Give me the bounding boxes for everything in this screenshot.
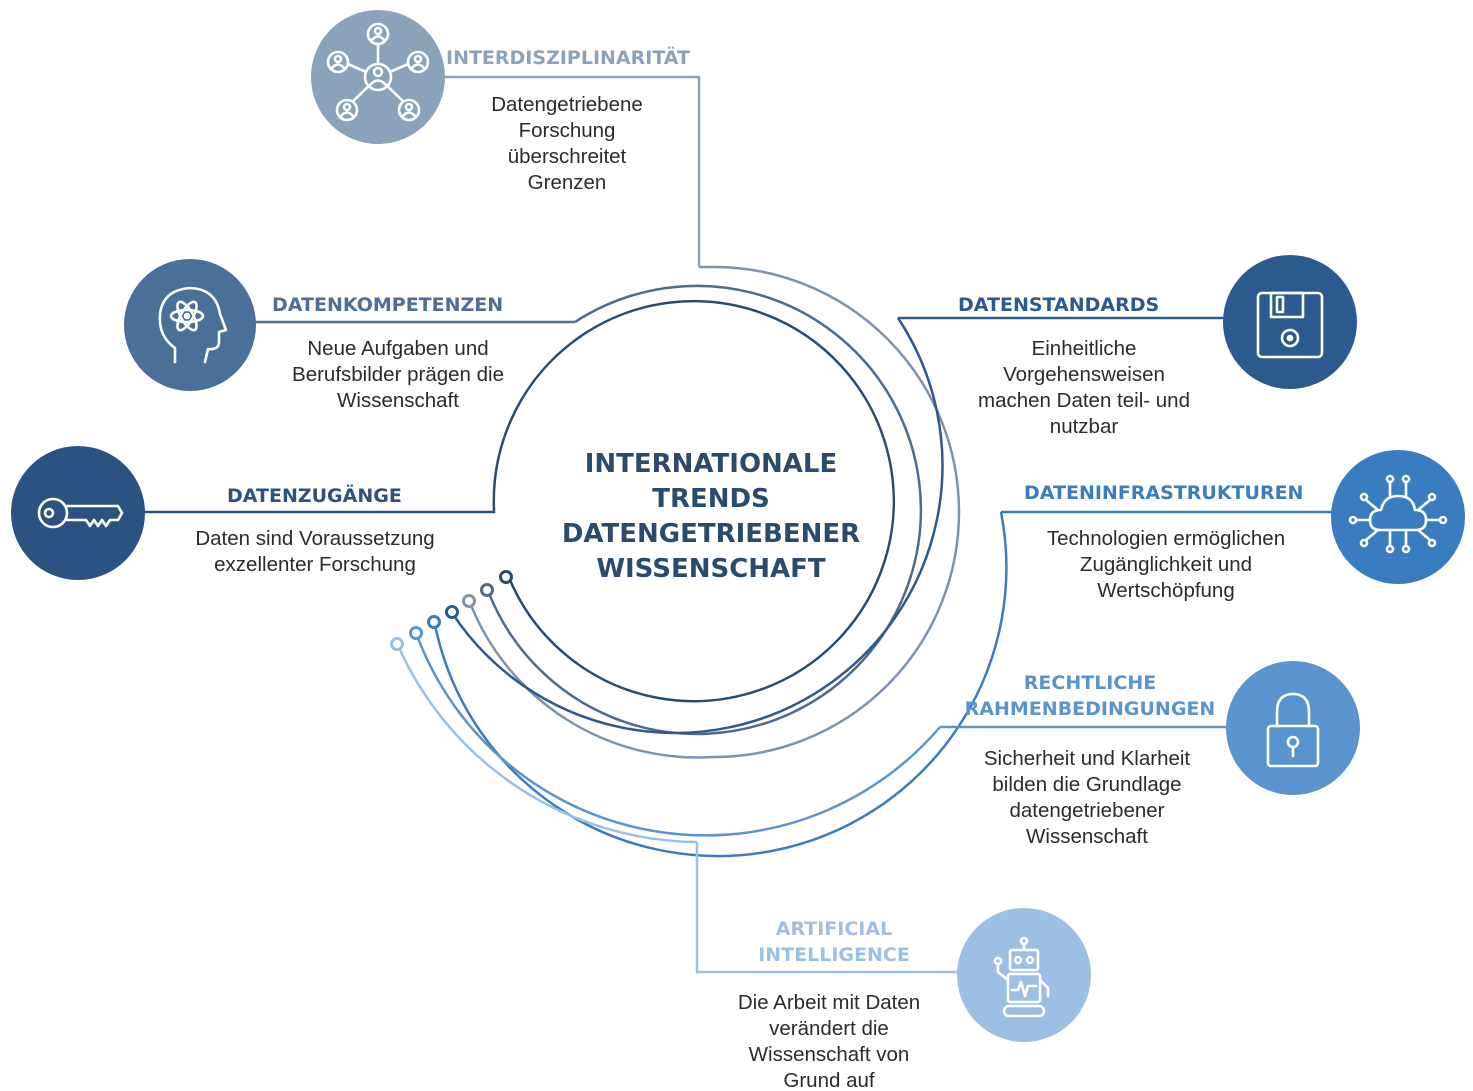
topic-artificial-intelligence: ARTIFICIAL INTELLIGENCE Die Arbeit mit D… <box>738 918 920 1091</box>
topic-datenstandards: DATENSTANDARDS Einheitliche Vorgehenswei… <box>958 294 1190 438</box>
topic-description-line: Daten sind Voraussetzung <box>195 527 434 550</box>
topic-description-line: Grund auf <box>783 1069 874 1091</box>
topic-title: DATENSTANDARDS <box>958 294 1159 316</box>
topic-title: DATENINFRASTRUKTUREN <box>1024 482 1303 504</box>
arc-end-dot <box>462 594 476 608</box>
topic-description-line: verändert die <box>769 1017 889 1040</box>
floppy-disk-icon <box>1223 255 1357 389</box>
head-atom-icon <box>124 259 256 391</box>
center-title-line: INTERNATIONALE <box>585 449 838 479</box>
arc-end-dot <box>480 583 494 597</box>
topic-datenkompetenzen: DATENKOMPETENZEN Neue Aufgaben und Beruf… <box>272 294 504 412</box>
arc-rings <box>396 265 1008 858</box>
center-title-line: WISSENSCHAFT <box>596 554 826 584</box>
topic-description-line: Zugänglichkeit und <box>1080 553 1252 576</box>
topic-description-line: Sicherheit und Klarheit <box>984 747 1191 770</box>
topic-description-line: Die Arbeit mit Daten <box>738 991 920 1014</box>
cloud-network-icon <box>1331 450 1465 584</box>
topic-rechtliche-rahmenbedingungen: RECHTLICHE RAHMENBEDINGUNGEN Sicherheit … <box>965 672 1216 848</box>
topic-description-line: Forschung <box>519 119 616 142</box>
topic-description-line: Datengetriebene <box>491 93 643 116</box>
arc-end-dot <box>499 570 513 584</box>
topic-title: DATENKOMPETENZEN <box>272 294 503 316</box>
topic-title: RAHMENBEDINGUNGEN <box>965 698 1216 720</box>
robot-icon <box>957 908 1091 1042</box>
topic-title: INTERDISZIPLINARITÄT <box>446 45 690 69</box>
topic-description-line: Vorgehensweisen <box>1003 363 1165 386</box>
connector-line-interdisziplinaritaet <box>418 75 701 267</box>
topic-description-line: Wertschöpfung <box>1097 579 1235 602</box>
arc-end-dots <box>390 570 513 651</box>
arc-ring-7 <box>396 643 698 844</box>
arc-ring-3 <box>468 265 961 759</box>
center-title-line: TRENDS <box>652 484 770 514</box>
topic-description-line: Wissenschaft <box>1026 825 1148 848</box>
center-title-line: DATENGETRIEBENER <box>562 519 860 549</box>
key-icon <box>11 446 145 580</box>
topic-description-line: Technologien ermöglichen <box>1047 527 1285 550</box>
topic-datenzugaenge: DATENZUGÄNGE Daten sind Voraussetzung ex… <box>195 483 434 576</box>
topic-description-line: überschreitet <box>508 145 627 168</box>
topic-title: RECHTLICHE <box>1024 672 1156 694</box>
topic-description-line: exzellenter Forschung <box>214 553 416 576</box>
topic-title: INTELLIGENCE <box>758 944 910 966</box>
topic-description-line: Berufsbilder prägen die <box>292 363 504 386</box>
arc-end-dot <box>409 626 423 640</box>
topic-description-line: Neue Aufgaben und <box>307 337 488 360</box>
topic-description-line: Wissenschaft von <box>749 1043 910 1066</box>
arc-ring-2 <box>486 284 923 736</box>
arc-ring-6 <box>415 633 941 837</box>
topic-description-line: nutzbar <box>1050 415 1119 438</box>
arc-ring-inner <box>492 300 896 703</box>
topic-description-line: Einheitliche <box>1032 337 1137 360</box>
topic-dateninfrastrukturen: DATENINFRASTRUKTUREN Technologien ermögl… <box>1024 482 1303 602</box>
topic-description-line: datengetriebener <box>1009 799 1164 822</box>
network-people-icon <box>311 10 445 144</box>
topic-interdisziplinaritaet: INTERDISZIPLINARITÄT Datengetriebene For… <box>446 45 690 194</box>
padlock-icon <box>1226 661 1360 795</box>
topic-description-line: Wissenschaft <box>337 389 459 412</box>
arc-ring-4 <box>451 317 944 735</box>
topic-description-line: machen Daten teil- und <box>978 389 1190 412</box>
arc-end-dot <box>427 615 441 629</box>
topic-description-line: bilden die Grundlage <box>992 773 1181 796</box>
topic-description-line: Grenzen <box>528 171 607 194</box>
arc-end-dot <box>445 605 459 619</box>
connector-line-datenzugaenge <box>120 510 496 514</box>
arc-end-dot <box>390 637 404 651</box>
topic-title: ARTIFICIAL <box>776 918 892 940</box>
topic-icons <box>11 10 1465 1042</box>
topic-title: DATENZUGÄNGE <box>227 483 402 507</box>
center-title: INTERNATIONALE TRENDS DATENGETRIEBENER W… <box>562 449 860 584</box>
connector-line-ai <box>695 842 1020 974</box>
